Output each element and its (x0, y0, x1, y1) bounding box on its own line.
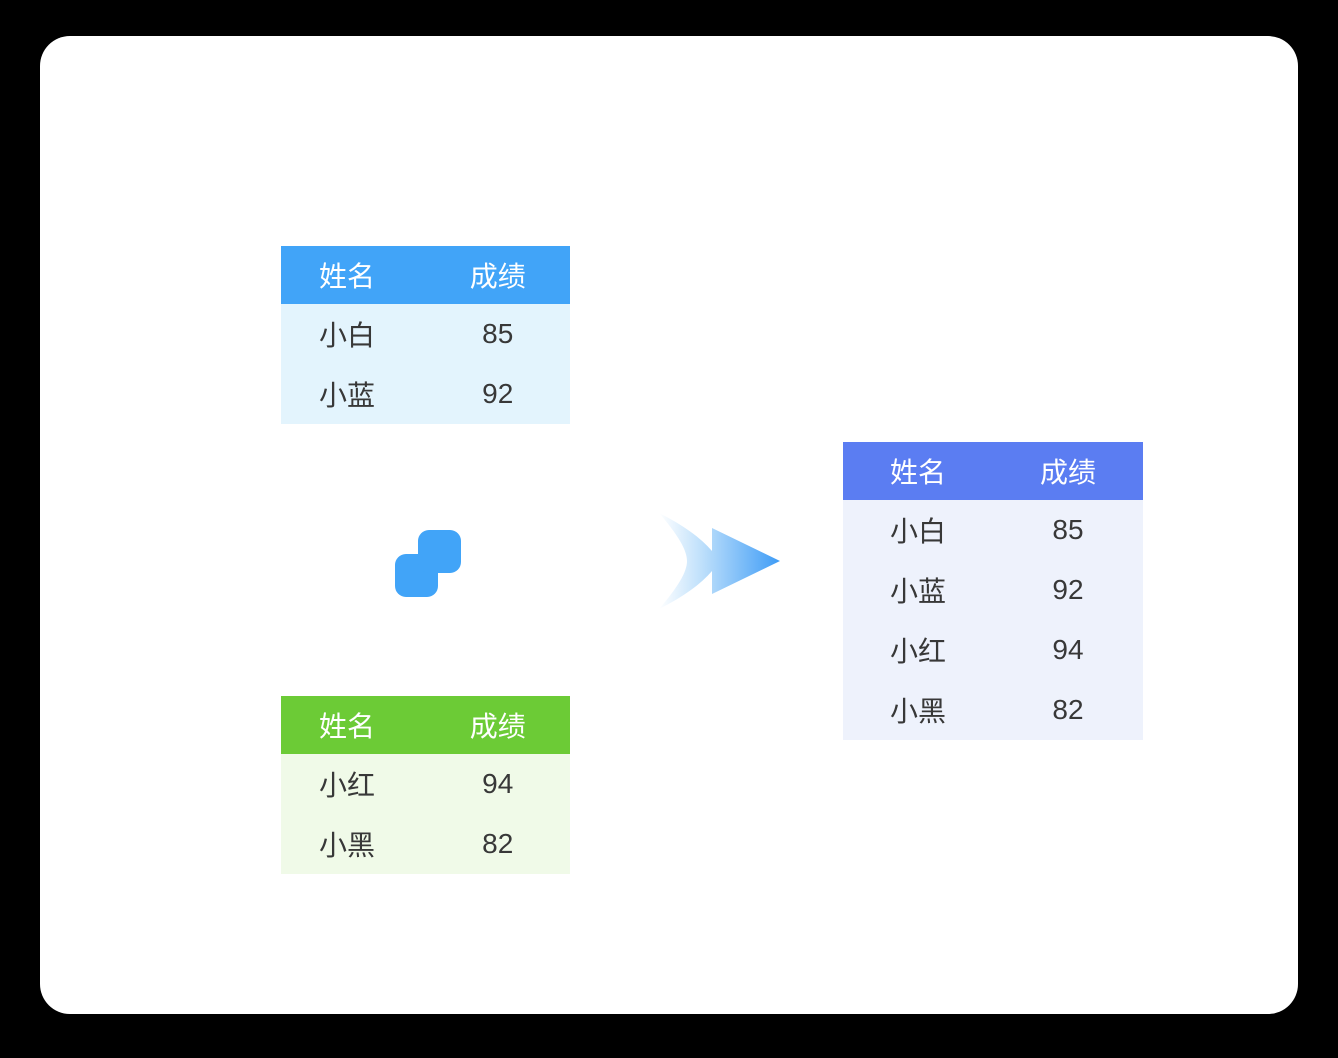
cell-name: 小红 (890, 636, 947, 667)
table-header-row: 姓名 成绩 (281, 696, 570, 754)
canvas-card: 姓名 成绩 小白 85 小蓝 92 姓名 成绩 小红 94 小黑 (40, 36, 1298, 1014)
table-header-row: 姓名 成绩 (843, 442, 1143, 500)
source-table-top: 姓名 成绩 小白 85 小蓝 92 (281, 246, 570, 424)
table-row: 小红 94 (843, 620, 1143, 680)
cell-score: 92 (482, 378, 514, 409)
cell-score: 94 (1052, 634, 1084, 665)
cell-score: 85 (1052, 514, 1084, 545)
cell-name: 小蓝 (319, 380, 376, 411)
column-header-score: 成绩 (469, 261, 526, 292)
cell-name: 小白 (319, 320, 376, 351)
table-row: 小黑 82 (843, 680, 1143, 740)
merge-icon (395, 530, 461, 597)
cell-score: 82 (1052, 694, 1084, 725)
table-body: 小红 94 小黑 82 (281, 754, 570, 874)
table-body: 小白 85 小蓝 92 (281, 304, 570, 424)
table-row: 小红 94 (281, 754, 570, 814)
cell-name: 小黑 (319, 830, 376, 861)
cell-score: 94 (482, 768, 514, 799)
table-row: 小白 85 (843, 500, 1143, 560)
arrow-right-icon (652, 510, 786, 612)
column-header-score: 成绩 (469, 711, 526, 742)
result-table: 姓名 成绩 小白 85 小蓝 92 小红 94 小黑 82 (843, 442, 1143, 740)
table-row: 小黑 82 (281, 814, 570, 874)
column-header-name: 姓名 (319, 261, 376, 292)
source-table-bottom: 姓名 成绩 小红 94 小黑 82 (281, 696, 570, 874)
cell-name: 小红 (319, 770, 376, 801)
cell-score: 82 (482, 828, 514, 859)
cell-name: 小黑 (890, 696, 947, 727)
table-row: 小蓝 92 (281, 364, 570, 424)
cell-score: 92 (1052, 574, 1084, 605)
table-row: 小蓝 92 (843, 560, 1143, 620)
cell-name: 小蓝 (890, 576, 947, 607)
table-row: 小白 85 (281, 304, 570, 364)
table-body: 小白 85 小蓝 92 小红 94 小黑 82 (843, 500, 1143, 740)
column-header-score: 成绩 (1039, 457, 1096, 488)
column-header-name: 姓名 (890, 457, 947, 488)
column-header-name: 姓名 (319, 711, 376, 742)
cell-name: 小白 (890, 516, 947, 547)
cell-score: 85 (482, 318, 514, 349)
table-header-row: 姓名 成绩 (281, 246, 570, 304)
